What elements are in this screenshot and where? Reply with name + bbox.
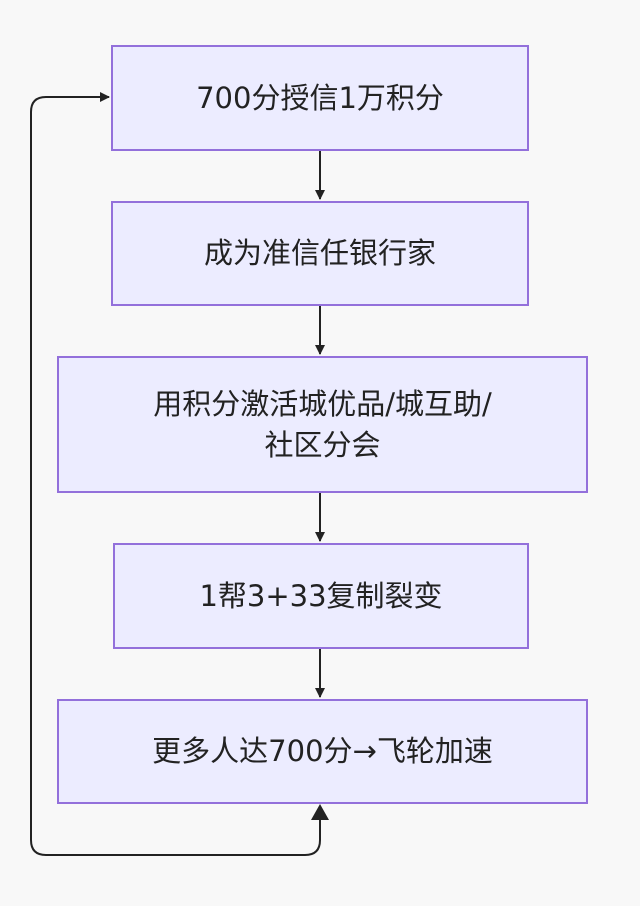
node-credit-700: 700分授信1万积分	[111, 45, 529, 151]
node-label-line1: 用积分激活城优品/城互助/	[153, 386, 492, 421]
node-flywheel: 更多人达700分→飞轮加速	[57, 699, 588, 804]
node-label-line2: 社区分会	[264, 427, 381, 462]
node-activate-points: 用积分激活城优品/城互助/ 社区分会	[57, 356, 588, 493]
node-trusted-banker: 成为准信任银行家	[111, 201, 529, 306]
node-label: 成为准信任银行家	[203, 236, 436, 271]
node-label: 更多人达700分→飞轮加速	[152, 734, 493, 769]
node-label: 1帮3+33复制裂变	[199, 578, 443, 613]
node-fission: 1帮3+33复制裂变	[113, 543, 529, 649]
edge-loop-5-1	[30, 92, 321, 856]
node-label: 700分授信1万积分	[196, 80, 444, 115]
loop-arrowhead-up	[311, 804, 329, 820]
